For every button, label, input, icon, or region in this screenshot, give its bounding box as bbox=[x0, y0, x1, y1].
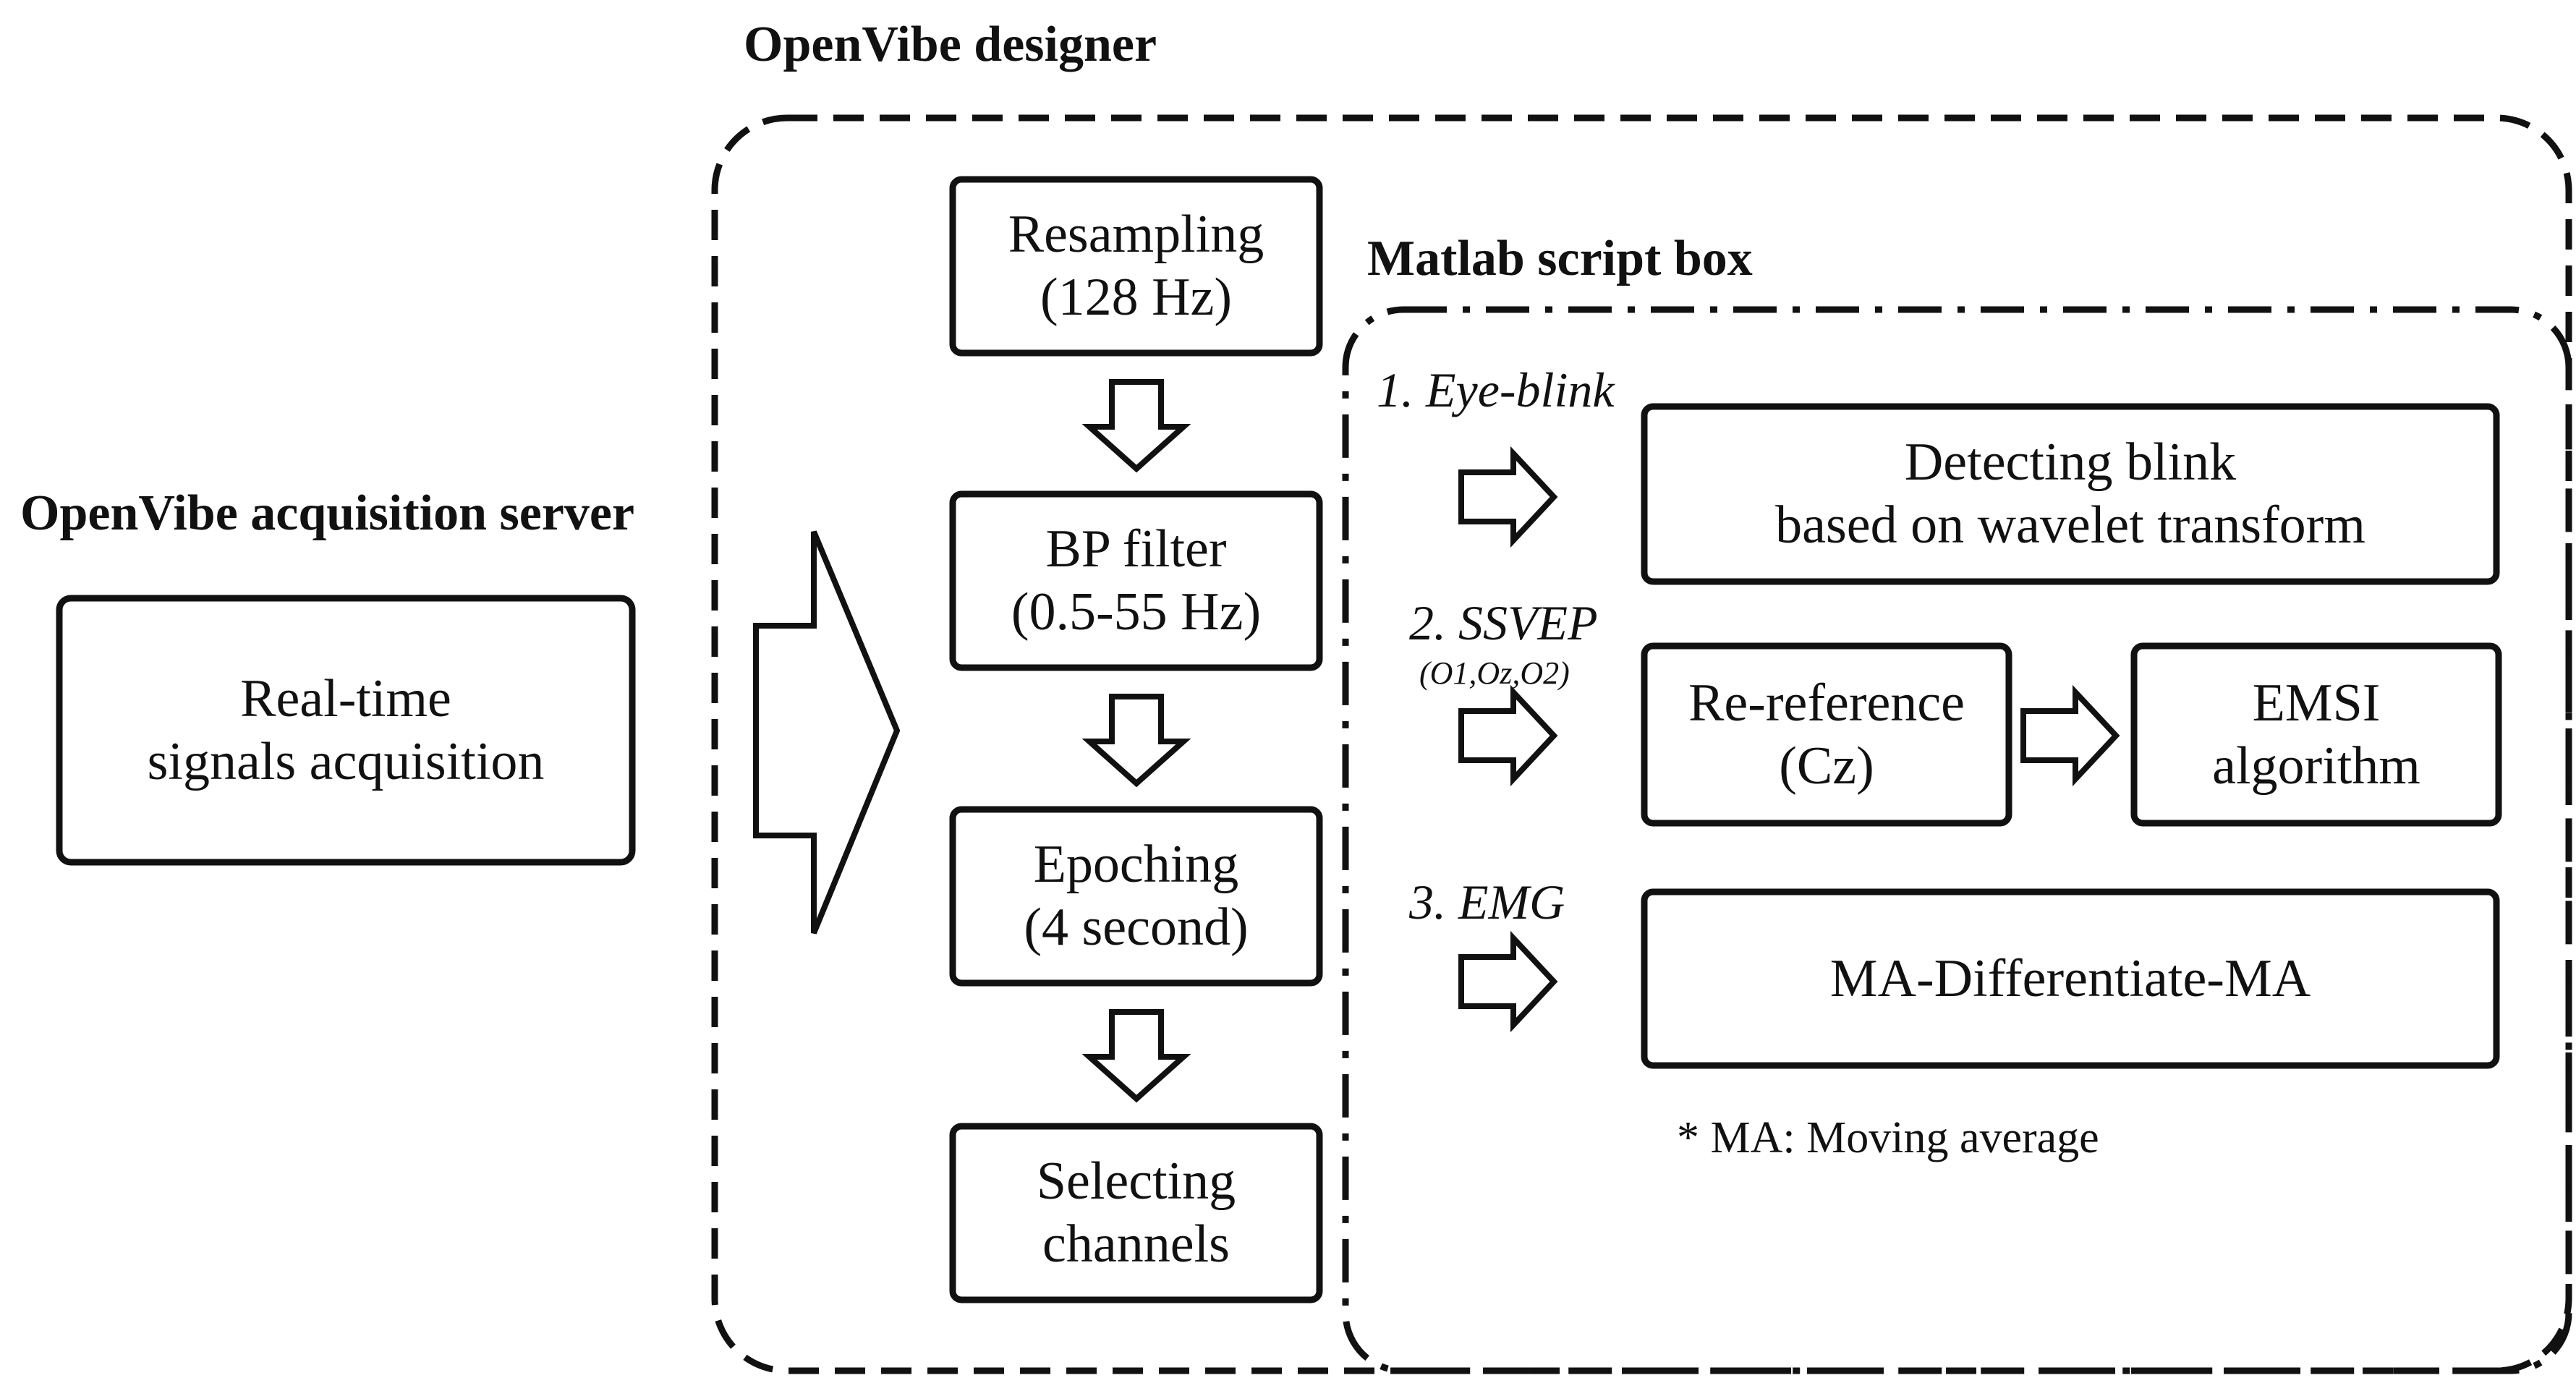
acquisition-box-text: Real-time signals acquisition bbox=[59, 598, 632, 862]
epoching-line2: (4 second) bbox=[1024, 898, 1249, 957]
resampling-box bbox=[949, 176, 1323, 357]
rereference-line1: Re-reference bbox=[1688, 673, 1965, 733]
big-right-arrow bbox=[753, 530, 901, 935]
acquisition-box bbox=[56, 595, 636, 866]
resampling-text: Resampling (128 Hz) bbox=[953, 179, 1319, 353]
emsi-box bbox=[2130, 642, 2502, 827]
bp-filter-text: BP filter (0.5-55 Hz) bbox=[953, 494, 1319, 668]
emsi-text: EMSI algorithm bbox=[2134, 646, 2499, 823]
ma-box bbox=[1641, 888, 2500, 1069]
acquisition-line1: Real-time bbox=[240, 668, 451, 728]
ssvep-label: 2. SSVEP bbox=[1409, 595, 1598, 650]
right-arrow-reref-emsi bbox=[2020, 684, 2120, 787]
right-arrow-eyeblink bbox=[1458, 446, 1558, 548]
bp-filter-line1: BP filter bbox=[1045, 519, 1227, 579]
down-arrow-3 bbox=[1081, 1009, 1191, 1103]
epoching-box bbox=[949, 806, 1323, 987]
ma-box-text: MA-Differentiate-MA bbox=[1644, 892, 2496, 1065]
epoching-line1: Epoching bbox=[1033, 835, 1239, 895]
down-arrow-1 bbox=[1081, 379, 1191, 473]
right-arrow-emg bbox=[1458, 930, 1558, 1033]
detect-blink-text: Detecting blink based on wavelet transfo… bbox=[1644, 407, 2496, 582]
selecting-text: Selecting channels bbox=[953, 1126, 1319, 1300]
eye-blink-label: 1. Eye-blink bbox=[1377, 362, 1615, 417]
designer-title: OpenVibe designer bbox=[744, 17, 1157, 72]
selecting-line2: channels bbox=[1042, 1215, 1230, 1274]
acquisition-line2: signals acquisition bbox=[147, 731, 545, 791]
emg-label: 3. EMG bbox=[1409, 875, 1565, 930]
right-arrow-ssvep bbox=[1458, 684, 1558, 787]
resampling-line1: Resampling bbox=[1008, 205, 1264, 265]
bp-filter-line2: (0.5-55 Hz) bbox=[1011, 582, 1262, 642]
rereference-text: Re-reference (Cz) bbox=[1644, 646, 2009, 823]
ssvep-channels-label: (O1,Oz,O2) bbox=[1419, 655, 1570, 691]
matlab-box-title: Matlab script box bbox=[1367, 231, 1753, 286]
rereference-box bbox=[1641, 642, 2012, 827]
selecting-line1: Selecting bbox=[1036, 1152, 1236, 1212]
bp-filter-box bbox=[949, 490, 1323, 671]
rereference-line2: (Cz) bbox=[1779, 736, 1874, 796]
matlab-container bbox=[1342, 306, 2572, 1374]
detect-blink-line2: based on wavelet transform bbox=[1775, 495, 2365, 555]
detect-blink-line1: Detecting blink bbox=[1904, 433, 2237, 493]
emsi-line2: algorithm bbox=[2212, 736, 2420, 796]
epoching-text: Epoching (4 second) bbox=[953, 809, 1319, 983]
acquisition-server-title: OpenVibe acquisition server bbox=[20, 485, 635, 541]
emsi-line1: EMSI bbox=[2252, 673, 2381, 733]
selecting-box bbox=[949, 1123, 1323, 1303]
down-arrow-2 bbox=[1081, 694, 1191, 788]
resampling-line2: (128 Hz) bbox=[1040, 268, 1233, 327]
detect-blink-box bbox=[1641, 403, 2500, 585]
ma-footnote: * MA: Moving average bbox=[1677, 1113, 2099, 1162]
ma-box-label: MA-Differentiate-MA bbox=[1829, 948, 2311, 1008]
